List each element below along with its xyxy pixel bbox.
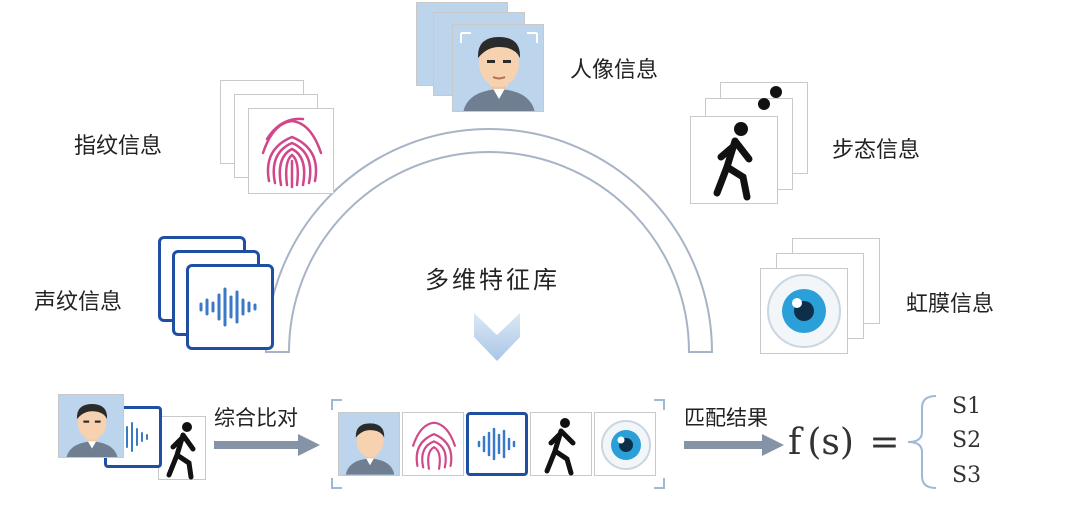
face-label: 人像信息 (570, 58, 659, 83)
fingerprint-card-stack (220, 80, 335, 195)
input-face-icon (58, 394, 124, 458)
strip-walking-person-icon (530, 412, 592, 476)
match-arrow-icon (684, 434, 784, 456)
strip-face-icon (338, 412, 400, 476)
feature-strip (330, 398, 666, 490)
center-label: 多维特征库 (425, 266, 560, 294)
voiceprint-label: 声纹信息 (34, 290, 123, 315)
voiceprint-card-stack (158, 236, 276, 350)
chevron-down-icon (474, 313, 520, 361)
fingerprint-icon (248, 108, 334, 194)
result-s2: S2 (952, 428, 982, 453)
eye-icon (760, 268, 848, 354)
gait-card-stack (690, 80, 810, 205)
compare-arrow-icon (214, 434, 320, 456)
formula-f: f (788, 422, 802, 463)
formula: f(s) = (788, 422, 900, 463)
input-sample-stack (58, 394, 208, 486)
face-icon (452, 24, 544, 112)
formula-arg: (s) (807, 422, 854, 463)
strip-sound-wave-icon (466, 412, 528, 476)
iris-label: 虹膜信息 (906, 292, 995, 317)
strip-eye-icon (594, 412, 656, 476)
walking-person-icon (690, 116, 778, 204)
sound-wave-icon (186, 264, 274, 350)
result-s1: S1 (952, 394, 982, 419)
result-brace (907, 395, 937, 489)
compare-label: 综合比对 (214, 406, 298, 430)
strip-fingerprint-icon (402, 412, 464, 476)
iris-card-stack (760, 238, 882, 356)
gait-label: 步态信息 (832, 138, 921, 163)
match-label: 匹配结果 (684, 406, 768, 430)
face-card-stack (416, 2, 548, 114)
formula-equals: = (869, 422, 900, 463)
result-s3: S3 (952, 463, 982, 488)
fingerprint-label: 指纹信息 (74, 134, 163, 159)
